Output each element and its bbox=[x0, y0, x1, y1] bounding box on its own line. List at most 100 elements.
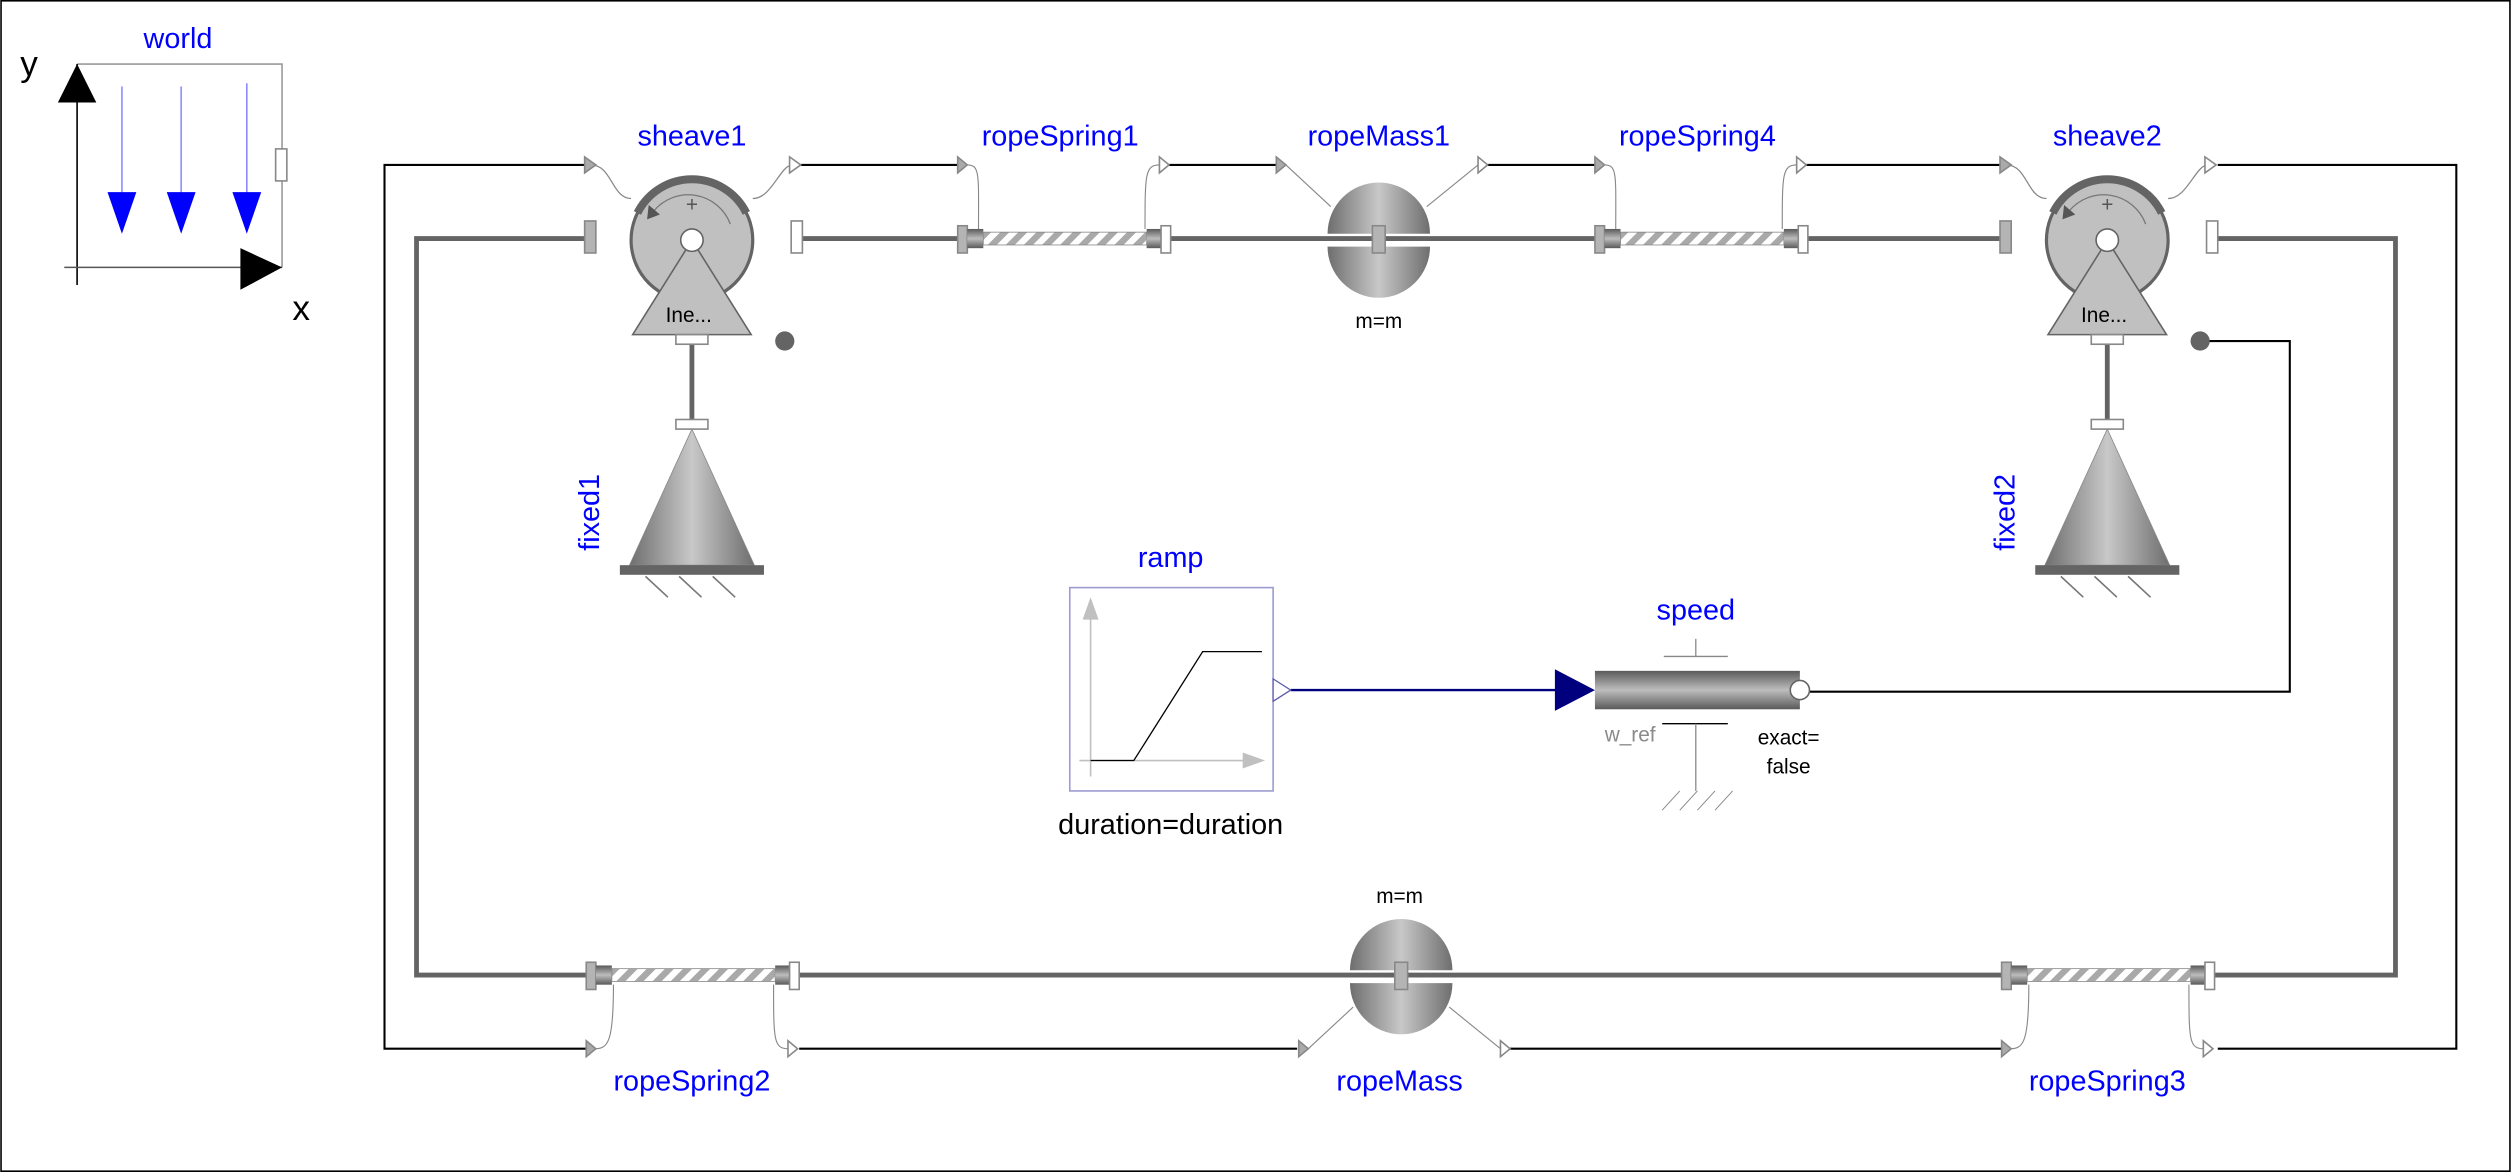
speed-actuator-icon bbox=[1594, 670, 1800, 710]
fixed-support-icon bbox=[628, 428, 755, 566]
sheave1-rope-out-port[interactable] bbox=[788, 155, 803, 175]
ramp-block bbox=[1068, 586, 1274, 792]
sheave1-component[interactable]: sheave1 + Ine... bbox=[583, 121, 804, 351]
spring-rope-in-port[interactable] bbox=[1594, 155, 1606, 175]
ramp-curve-icon bbox=[1090, 651, 1262, 762]
speed-param-line1: exact= bbox=[1758, 727, 1820, 750]
sheave2-rope-in-port[interactable] bbox=[1999, 155, 2013, 175]
ropeSpring3-label: ropeSpring3 bbox=[2029, 1065, 2186, 1097]
sheave1-speed-port[interactable] bbox=[775, 331, 795, 351]
ropeSpring1-component[interactable]: ropeSpring1 bbox=[956, 121, 1172, 254]
ropeSpring3-component[interactable]: ropeSpring3 bbox=[2000, 961, 2216, 1097]
rope-wire[interactable] bbox=[2217, 163, 2458, 1050]
speed-component[interactable]: speed w_ref exact= false bbox=[1554, 595, 1820, 811]
mass-rope-out-port[interactable] bbox=[1499, 1039, 1512, 1059]
flange-wire[interactable] bbox=[414, 236, 588, 978]
mass-rope-in-port[interactable] bbox=[1297, 1039, 1310, 1059]
mass-rope-out-port[interactable] bbox=[1477, 155, 1489, 175]
sheave2-flange-b[interactable] bbox=[2205, 220, 2219, 254]
sheave1-support-port[interactable] bbox=[675, 333, 709, 346]
sheave2-flange-a[interactable] bbox=[1999, 220, 2013, 254]
fixed-support-icon bbox=[2044, 428, 2171, 566]
speed-input-port[interactable] bbox=[1554, 669, 1595, 711]
fixed2-label: fixed2 bbox=[1989, 474, 2021, 551]
mass-icon bbox=[1327, 182, 1431, 234]
ropeSpring1-label: ropeSpring1 bbox=[982, 121, 1139, 153]
ramp-x-axis-icon bbox=[1242, 752, 1266, 769]
world-label: world bbox=[143, 23, 213, 55]
spring-flange-a[interactable] bbox=[1594, 224, 1606, 254]
speed-wire[interactable] bbox=[1809, 339, 2291, 693]
spring-icon bbox=[982, 231, 1148, 246]
x-axis-label: x bbox=[292, 289, 310, 328]
spring-flange-b[interactable] bbox=[1160, 224, 1172, 254]
ramp-label: ramp bbox=[1138, 542, 1204, 574]
ropeMass1-label: ropeMass1 bbox=[1308, 121, 1450, 153]
sheave2-support-port[interactable] bbox=[2090, 333, 2125, 346]
sheave2-speed-port[interactable] bbox=[2190, 331, 2210, 351]
sheave1-inner-text: Ine... bbox=[666, 304, 712, 327]
spring-flange-a[interactable] bbox=[2000, 961, 2013, 991]
sheave2-rope-out-port[interactable] bbox=[2204, 155, 2218, 175]
sheave1-rope-in-port[interactable] bbox=[583, 155, 598, 175]
sheave2-inner-text: Ine... bbox=[2081, 304, 2127, 327]
sheave1-flange-a[interactable] bbox=[583, 220, 597, 254]
ramp-y-axis-icon bbox=[1082, 597, 1099, 620]
flange-wire[interactable] bbox=[2209, 236, 2398, 978]
sheave2-component[interactable]: sheave2 + Ine... bbox=[1999, 121, 2219, 351]
sheave2-label: sheave2 bbox=[2053, 121, 2162, 153]
svg-text:+: + bbox=[2101, 193, 2113, 216]
spring-flange-a[interactable] bbox=[585, 961, 597, 991]
gravity-arrows-icon bbox=[107, 83, 262, 234]
speed-input-label: w_ref bbox=[1604, 723, 1656, 746]
spring-rope-out-port[interactable] bbox=[2202, 1039, 2215, 1059]
fixed1-port[interactable] bbox=[675, 418, 709, 430]
ropeMass1-component[interactable]: ropeMass1 m=m bbox=[1275, 121, 1489, 334]
ropeSpring2-label: ropeSpring2 bbox=[613, 1065, 770, 1097]
fixed1-component[interactable]: fixed1 bbox=[574, 418, 764, 598]
mass-flange[interactable] bbox=[1371, 224, 1386, 254]
fixed2-component[interactable]: fixed2 bbox=[1989, 418, 2180, 598]
spring-rope-in-port[interactable] bbox=[585, 1039, 598, 1059]
spring-rope-out-port[interactable] bbox=[1158, 155, 1171, 175]
mass-flange[interactable] bbox=[1393, 961, 1409, 991]
fixed1-label: fixed1 bbox=[574, 474, 606, 551]
spring-rope-out-port[interactable] bbox=[787, 1039, 799, 1059]
world-component[interactable]: world y x bbox=[20, 23, 310, 328]
spring-flange-b[interactable] bbox=[2204, 961, 2216, 991]
spring-rope-out-port[interactable] bbox=[1795, 155, 1808, 175]
ground-hatch-icon bbox=[1661, 790, 1733, 811]
ropeSpring2-component[interactable]: ropeSpring2 bbox=[585, 961, 800, 1097]
spring-flange-b[interactable] bbox=[788, 961, 800, 991]
spring-icon bbox=[611, 968, 776, 982]
mass-rope-in-port[interactable] bbox=[1275, 155, 1288, 175]
ramp-param: duration=duration bbox=[1058, 809, 1283, 841]
world-connector[interactable] bbox=[274, 148, 288, 182]
ropeMass-param: m=m bbox=[1376, 885, 1423, 908]
x-axis-arrow-icon bbox=[240, 248, 283, 290]
spring-icon bbox=[2026, 968, 2191, 982]
mass-icon bbox=[1349, 919, 1453, 971]
y-axis-label: y bbox=[20, 44, 38, 83]
spring-flange-a[interactable] bbox=[956, 224, 969, 254]
connections bbox=[383, 163, 2458, 1050]
spring-flange-b[interactable] bbox=[1797, 224, 1809, 254]
sheave1-flange-b[interactable] bbox=[790, 220, 804, 254]
ropeMass-component[interactable]: m=m ropeMass bbox=[1297, 885, 1512, 1097]
fixed2-port[interactable] bbox=[2090, 418, 2125, 430]
speed-label: speed bbox=[1657, 595, 1735, 627]
rope-wire[interactable] bbox=[383, 163, 587, 1050]
spring-icon bbox=[1620, 231, 1785, 246]
ropeMass-label: ropeMass bbox=[1336, 1065, 1462, 1097]
ropeSpring4-component[interactable]: ropeSpring4 bbox=[1594, 121, 1809, 254]
spring-rope-in-port[interactable] bbox=[2000, 1039, 2013, 1059]
sheave1-label: sheave1 bbox=[637, 121, 746, 153]
spring-rope-in-port[interactable] bbox=[956, 155, 969, 175]
speed-param-line2: false bbox=[1767, 755, 1811, 778]
world-frame bbox=[77, 63, 283, 268]
speed-output-port[interactable] bbox=[1789, 679, 1811, 701]
ramp-output-port[interactable] bbox=[1272, 677, 1292, 703]
ramp-component[interactable]: ramp duration=duration bbox=[1058, 542, 1292, 841]
